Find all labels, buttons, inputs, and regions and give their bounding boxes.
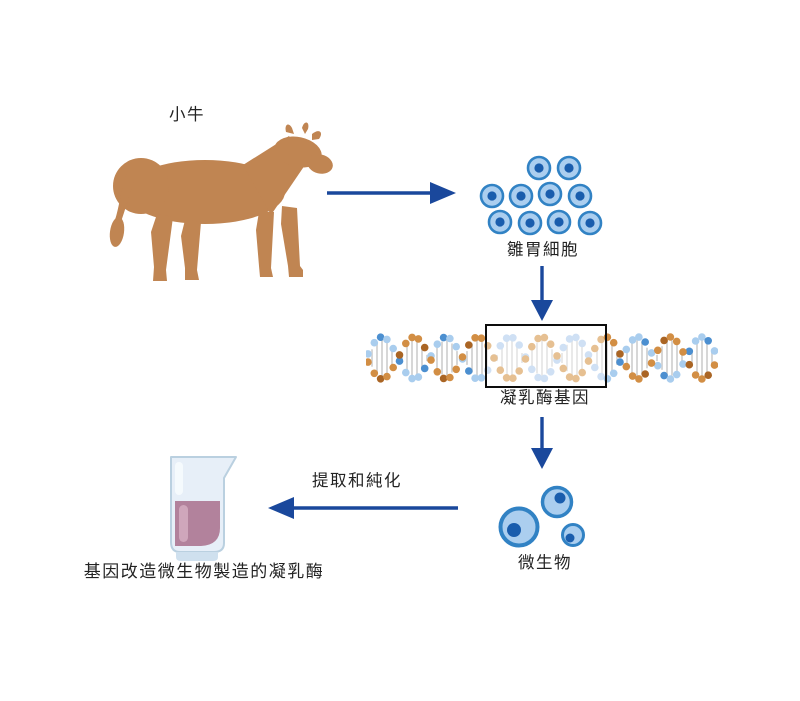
calf-label: 小牛 bbox=[169, 106, 205, 124]
microbes-icon bbox=[498, 485, 585, 548]
extraction-label: 提取和純化 bbox=[312, 472, 402, 490]
arrow-microbes-to-beaker-icon bbox=[268, 497, 458, 519]
stomach-cells-icon bbox=[479, 155, 603, 236]
gene-highlight-box bbox=[485, 324, 607, 388]
chymosin-gene-label: 凝乳酶基因 bbox=[500, 389, 590, 407]
dna-helix-icon bbox=[366, 333, 718, 383]
product-label: 基因改造微生物製造的凝乳酶 bbox=[83, 562, 325, 581]
beaker-icon bbox=[170, 456, 237, 561]
arrow-gene-to-microbes-icon bbox=[531, 417, 553, 469]
stomach-cells-label: 雛胃細胞 bbox=[507, 241, 579, 259]
arrow-calf-to-cells-icon bbox=[327, 182, 456, 204]
cow-icon bbox=[109, 122, 334, 281]
arrow-cells-to-gene-icon bbox=[531, 266, 553, 321]
microbes-label: 微生物 bbox=[518, 554, 572, 572]
